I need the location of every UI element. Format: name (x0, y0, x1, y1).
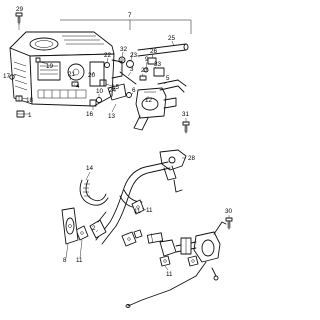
hose-clamp-11d (133, 229, 199, 267)
callout-5: 5 (166, 75, 170, 82)
callout-23: 23 (130, 52, 138, 59)
parts-diagram: 29 7 25 22 32 23 26 9 33 27 3 17 19 21 2… (3, 6, 233, 308)
pipe-5 (157, 79, 187, 93)
callout-18: 18 (26, 97, 34, 104)
callout-33: 33 (154, 61, 162, 68)
callout-32: 32 (120, 46, 128, 53)
callout-29: 29 (16, 6, 24, 13)
screw-31 (182, 121, 190, 134)
control-cable-25 (137, 40, 189, 57)
callout-1: 1 (28, 112, 32, 119)
callout-14: 14 (86, 165, 94, 172)
callout-22: 22 (104, 52, 112, 59)
callout-30: 30 (225, 208, 233, 215)
callout-13: 13 (108, 113, 116, 120)
control-cable (125, 261, 219, 308)
callout-21: 21 (68, 71, 76, 78)
callout-10: 10 (96, 88, 104, 95)
pipe-connector (146, 232, 164, 244)
hose-clamp-11b (121, 231, 137, 247)
callout-labels: 29 7 25 22 32 23 26 9 33 27 3 17 19 21 2… (3, 6, 233, 278)
callout-3: 3 (130, 66, 134, 73)
callout-27: 27 (141, 67, 149, 74)
screw-29 (15, 12, 23, 30)
callout-20: 20 (88, 72, 96, 79)
control-valve-assembly (159, 221, 227, 263)
valve-linkage (104, 56, 165, 101)
bracket-28 (159, 149, 187, 193)
screw-30 (225, 217, 233, 230)
callout-31: 31 (182, 111, 190, 118)
callout-8: 8 (63, 257, 67, 264)
callout-12: 12 (145, 97, 153, 104)
callout-11d: 11 (166, 271, 173, 278)
hose-clamp-11c (75, 225, 89, 241)
mount-8 (61, 207, 79, 245)
callout-4: 4 (76, 83, 80, 90)
heater-valve (133, 87, 177, 131)
hose-clamp-11a (131, 199, 145, 215)
callout-15: 15 (112, 84, 120, 91)
assembly-bracket (60, 19, 192, 34)
callout-17: 17 (3, 73, 11, 80)
callout-11a: 11 (146, 207, 153, 214)
hose-14 (79, 179, 109, 206)
clip-15 (99, 79, 107, 87)
callout-7: 7 (128, 12, 132, 19)
callout-28: 28 (188, 155, 196, 162)
heater-unit-housing (9, 31, 123, 107)
callout-16: 16 (86, 111, 94, 118)
callout-19: 19 (46, 63, 54, 70)
callout-2: 2 (92, 225, 96, 232)
callout-24: 24 (109, 87, 117, 94)
leader-lines (14, 51, 230, 271)
callout-25: 25 (168, 35, 176, 42)
callout-26: 26 (150, 48, 158, 55)
callout-9: 9 (145, 56, 149, 63)
valve-2 (89, 211, 107, 239)
callout-6: 6 (132, 87, 136, 94)
callout-11c: 11 (76, 257, 83, 264)
callout-11b: 11 (134, 208, 141, 215)
